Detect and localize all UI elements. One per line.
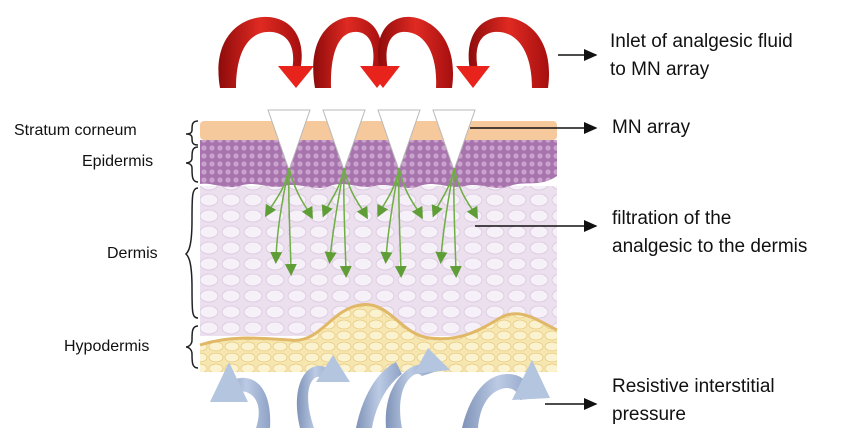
label-stratum-corneum: Stratum corneum <box>14 122 137 140</box>
label-epidermis: Epidermis <box>82 153 153 171</box>
curved-red-arrow-icon <box>366 17 453 88</box>
layer-brackets <box>186 121 198 368</box>
annotation-filtration: filtration of the analgesic to the dermi… <box>612 205 807 261</box>
stratum-corneum-layer <box>200 121 557 140</box>
annotation-inlet-line2: to MN array <box>610 56 793 84</box>
annotation-inlet: Inlet of analgesic fluid to MN array <box>610 28 793 84</box>
label-dermis: Dermis <box>107 245 158 263</box>
annotation-pressure-line2: pressure <box>612 401 775 429</box>
label-hypodermis: Hypodermis <box>64 338 149 356</box>
curved-red-arrow-icon <box>456 17 549 88</box>
annotation-filtration-line2: analgesic to the dermis <box>612 233 807 261</box>
curved-red-arrow-icon <box>218 17 314 88</box>
annotation-mn-array: MN array <box>612 114 690 142</box>
annotation-filtration-line1: filtration of the <box>612 205 807 233</box>
inflow-arrows <box>218 17 549 88</box>
annotation-pressure: Resistive interstitial pressure <box>612 373 775 429</box>
annotation-inlet-line1: Inlet of analgesic fluid <box>610 28 793 56</box>
annotation-pressure-line1: Resistive interstitial <box>612 373 775 401</box>
epidermis-layer <box>200 140 557 188</box>
